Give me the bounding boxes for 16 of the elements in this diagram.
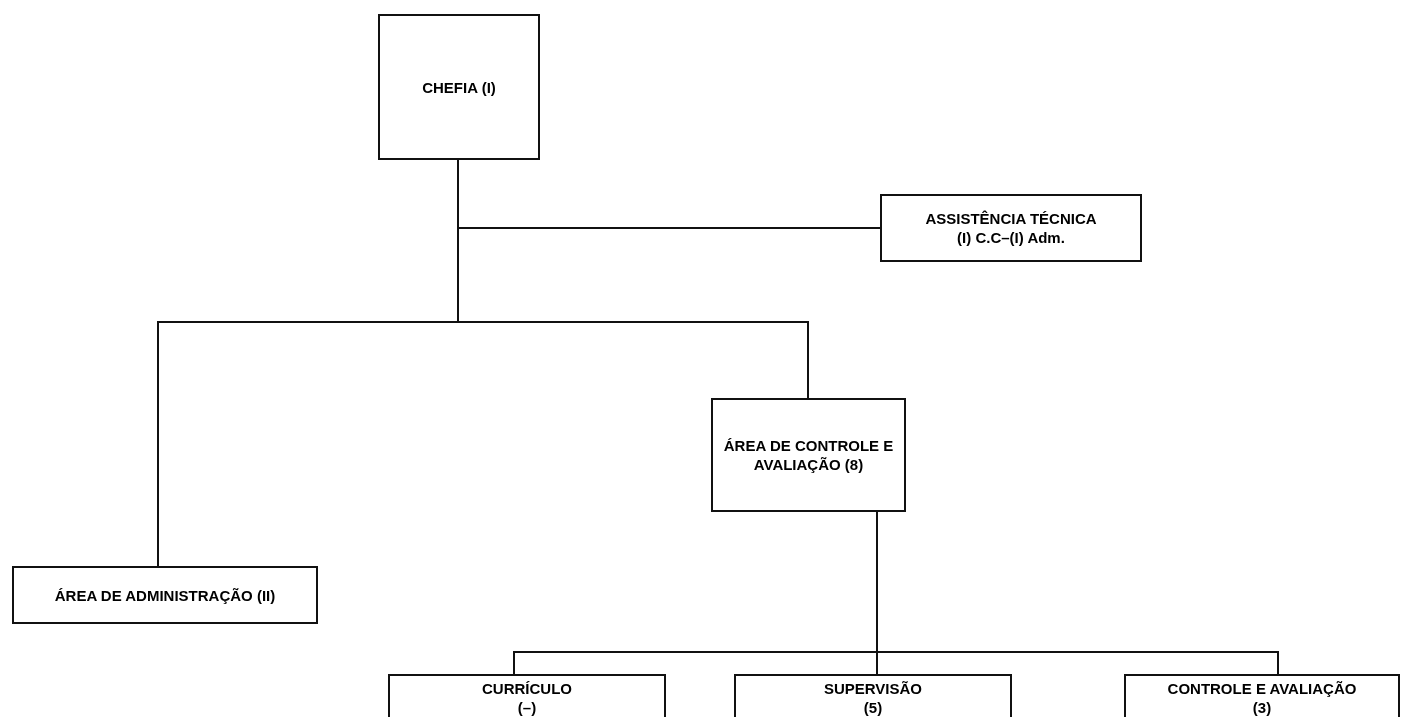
box-label: CHEFIA (I) xyxy=(422,77,496,97)
box-label: ÁREA DE ADMINISTRAÇÃO (II) xyxy=(54,585,276,605)
box-label: CURRÍCULO xyxy=(482,679,572,698)
box-label: ASSISTÊNCIA TÉCNICA xyxy=(925,209,1097,228)
box-label: (I) C.C–(I) Adm. xyxy=(957,228,1065,247)
org-box xyxy=(711,398,906,512)
org-box xyxy=(388,674,666,717)
box-label: (–) xyxy=(517,698,537,717)
org-box xyxy=(12,566,318,624)
box-label: CONTROLE E AVALIAÇÃO (3) xyxy=(1166,679,1358,717)
box-label: SUPERVISÃO (5) xyxy=(822,679,924,717)
org-box xyxy=(378,14,540,160)
org-box xyxy=(880,194,1142,262)
org-box xyxy=(1124,674,1400,717)
box-label: ÁREA DE CONTROLE E AVALIAÇÃO (8) xyxy=(722,436,895,474)
org-box xyxy=(734,674,1012,717)
